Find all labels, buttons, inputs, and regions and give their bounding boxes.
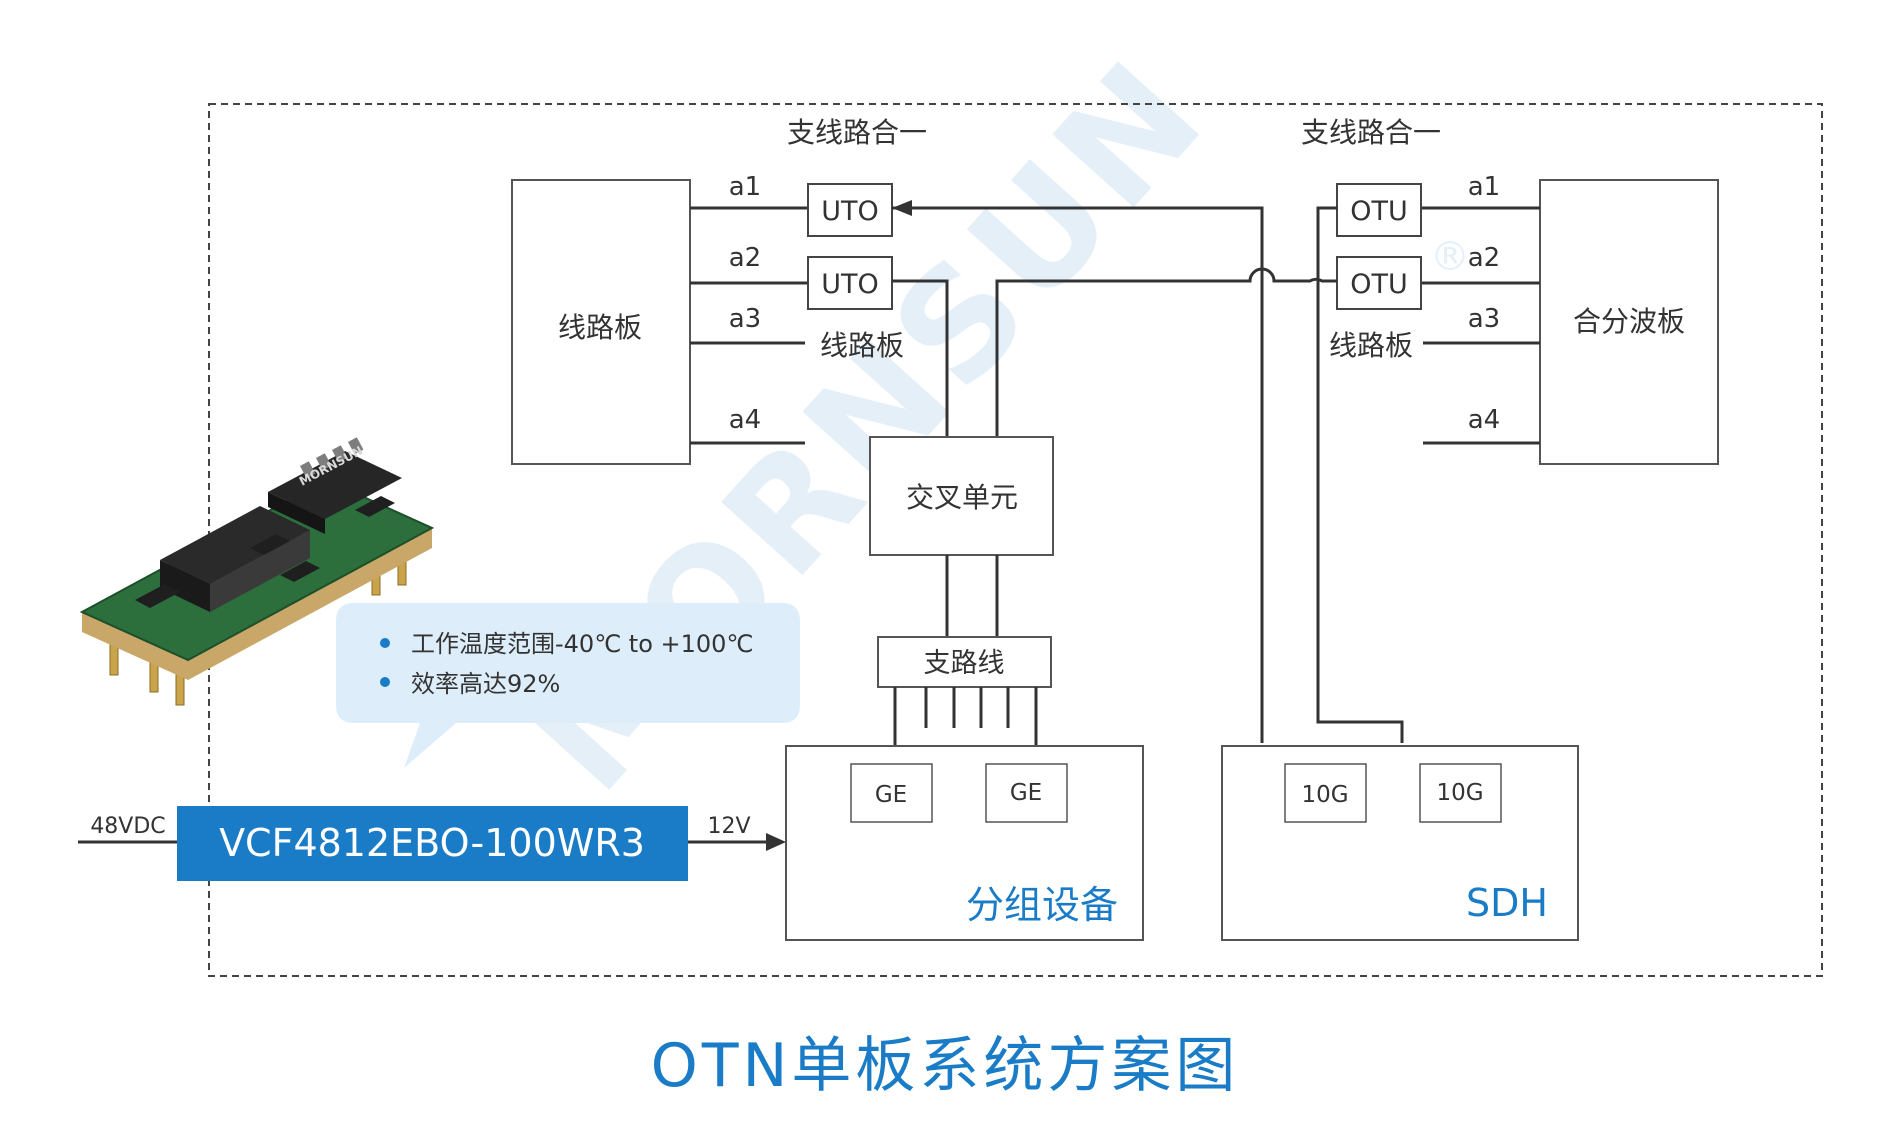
- mux-demux-board-label: 合分波板: [1573, 305, 1685, 338]
- otu-module-1-label: OTU: [1350, 196, 1408, 227]
- packet-device-label: 分组设备: [966, 883, 1118, 927]
- sdh-10g-port-2-label: 10G: [1436, 780, 1483, 806]
- right-port-a4: a4: [1468, 405, 1500, 435]
- power-input-label: 48VDC: [90, 814, 165, 839]
- cross-unit-label: 交叉单元: [906, 481, 1018, 514]
- left-line-board: [511, 179, 691, 465]
- page-title: OTN单板系统方案图: [651, 1031, 1240, 1101]
- ge-port-1-label: GE: [875, 782, 907, 808]
- otu-module-2-label: OTU: [1350, 269, 1408, 300]
- sdh-10g-port-1-label: 10G: [1301, 782, 1348, 808]
- power-output-arrow: [766, 833, 786, 851]
- cross-unit: [869, 436, 1054, 556]
- uto-module-2: [807, 256, 893, 310]
- right-port-a1: a1: [1468, 172, 1500, 202]
- feature-callout: [336, 603, 800, 768]
- ge-port-2: [985, 763, 1068, 823]
- power-module-box: [177, 806, 688, 881]
- ge-port-2-label: GE: [1010, 780, 1042, 806]
- left-port-a3: a3: [729, 304, 761, 334]
- left-port-a4: a4: [729, 405, 761, 435]
- sdh-10g-port-2: [1419, 763, 1502, 823]
- tributary-unit: [877, 636, 1052, 688]
- uto-module-1-label: UTO: [821, 196, 879, 227]
- ge-port-1: [850, 763, 933, 823]
- tributary-label: 支路线: [924, 648, 1005, 679]
- sdh-10g-port-1: [1284, 763, 1367, 823]
- sdh-device: [1221, 745, 1579, 941]
- right-sub-line-board-label: 线路板: [1329, 329, 1413, 362]
- otu-module-1: [1336, 183, 1422, 237]
- packet-device: [785, 745, 1144, 941]
- system-frame: [208, 103, 1823, 977]
- left-sub-line-board-label: 线路板: [820, 329, 904, 362]
- watermark-registered: ®: [1430, 234, 1470, 280]
- link-sdh-to-uto1: [892, 206, 1264, 743]
- left-port-a1: a1: [729, 172, 761, 202]
- right-port-a3: a3: [1468, 304, 1500, 334]
- feature-bullet-1: [380, 638, 390, 648]
- right-port-a2: a2: [1468, 243, 1500, 273]
- dc-dc-module-image: MORNSUN: [79, 437, 435, 706]
- feature-text-2: 效率高达92%: [411, 670, 560, 698]
- otu-module-2: [1336, 256, 1422, 310]
- uto-module-1: [807, 183, 893, 237]
- power-output-label: 12V: [707, 814, 750, 839]
- feature-text-1: 工作温度范围-40℃ to +100℃: [411, 630, 753, 658]
- arrow-head-uto1: [892, 200, 912, 216]
- uto-module-2-label: UTO: [821, 269, 879, 300]
- mux-demux-board: [1539, 179, 1719, 465]
- tributary-bus: [893, 687, 1038, 746]
- link-uto2-to-cross: [892, 279, 949, 437]
- feature-bullet-2: [380, 677, 390, 687]
- header-right: 支线路合一: [1301, 116, 1441, 149]
- left-port-a2: a2: [729, 243, 761, 273]
- link-otu1-to-sdh: [1316, 206, 1404, 743]
- left-line-board-label: 线路板: [558, 311, 642, 344]
- link-cross-to-otu2: [995, 267, 1337, 437]
- sdh-label: SDH: [1466, 881, 1548, 925]
- header-left: 支线路合一: [787, 116, 927, 149]
- power-module-model: VCF4812EBO-100WR3: [219, 821, 645, 865]
